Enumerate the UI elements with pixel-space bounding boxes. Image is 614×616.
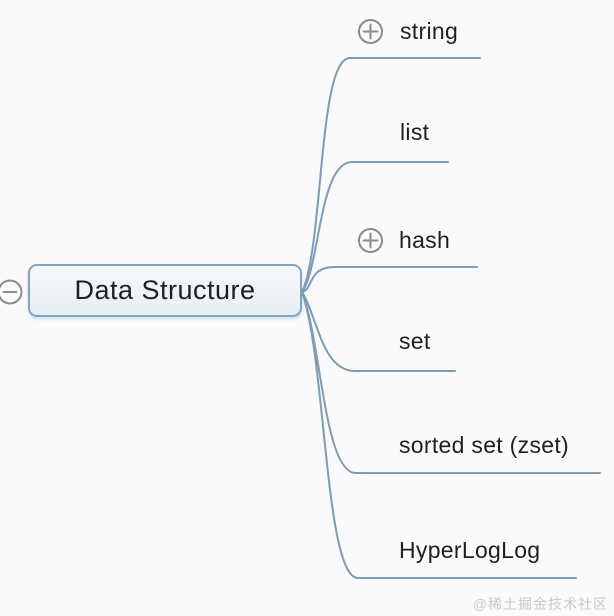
branch-line xyxy=(301,291,456,372)
collapse-minus-icon[interactable] xyxy=(0,279,23,305)
branch-line xyxy=(301,57,481,293)
branch-line xyxy=(301,161,449,293)
root-topic-label: Data Structure xyxy=(74,275,256,305)
branch-line xyxy=(301,291,577,579)
topic-label[interactable]: HyperLogLog xyxy=(399,537,541,563)
topic-label[interactable]: sorted set (zset) xyxy=(399,432,569,458)
branch-line xyxy=(301,266,478,293)
topic-label[interactable]: string xyxy=(400,18,459,44)
expand-plus-icon[interactable] xyxy=(357,18,384,45)
watermark: @稀土掘金技术社区 xyxy=(472,596,608,612)
topic-label[interactable]: list xyxy=(400,119,430,145)
expand-plus-icon[interactable] xyxy=(357,227,384,254)
topic-label[interactable]: set xyxy=(399,328,431,354)
root-topic-node[interactable]: Data Structure xyxy=(28,264,302,317)
topic-label[interactable]: hash xyxy=(399,227,451,253)
